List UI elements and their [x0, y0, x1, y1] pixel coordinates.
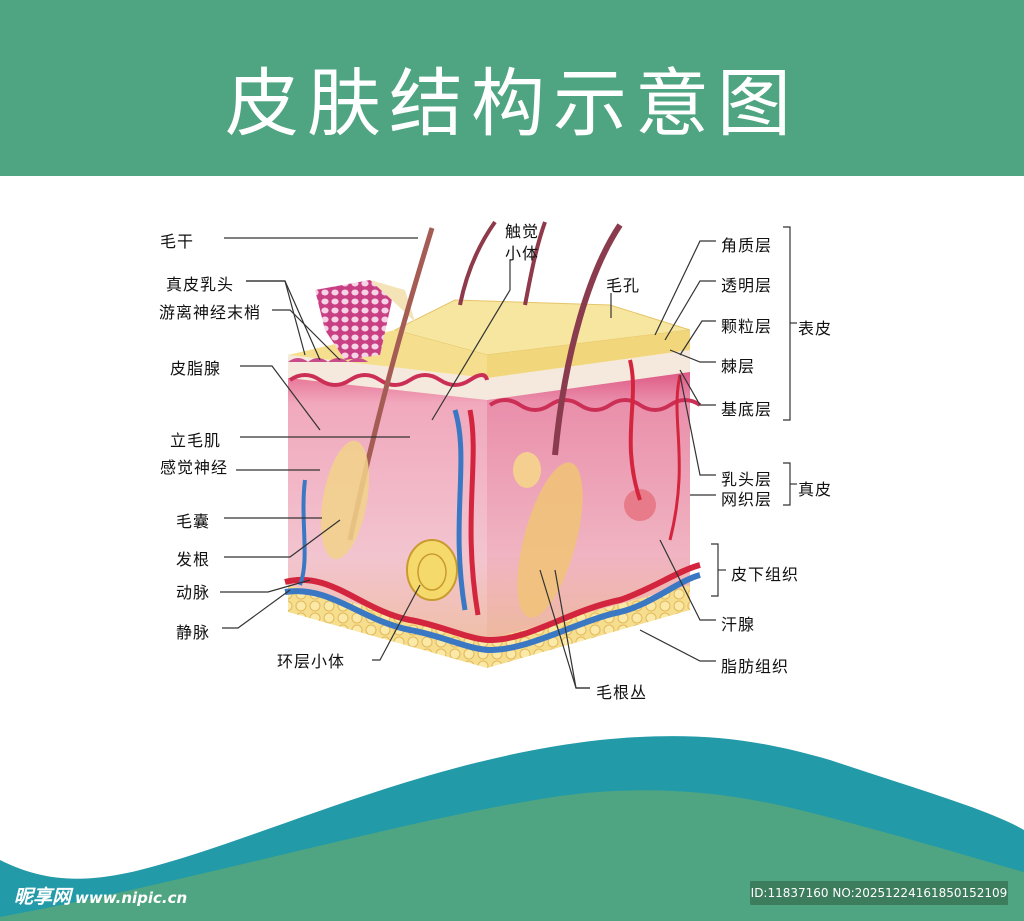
label-vein: 静脉	[176, 623, 211, 642]
site-url: www.nipic.cn	[75, 889, 188, 907]
label-stratum-lucidum: 透明层	[721, 276, 773, 295]
label-arrector-pili: 立毛肌	[170, 431, 222, 450]
label-artery: 动脉	[176, 583, 211, 602]
dermal-papilla-cutaway	[315, 280, 392, 360]
label-dermal-papilla: 真皮乳头	[166, 275, 235, 294]
label-epidermis: 表皮	[798, 319, 833, 338]
label-dermis: 真皮	[798, 480, 833, 499]
label-lamellar-corpuscle: 环层小体	[277, 652, 346, 671]
label-sweat-gland: 汗腺	[721, 615, 756, 634]
label-pore: 毛孔	[606, 276, 641, 295]
label-hair-root-plexus: 毛根丛	[596, 683, 648, 702]
label-hair-root: 发根	[176, 550, 211, 569]
logo-text: 昵享网	[14, 886, 72, 908]
label-stratum-spinosum: 棘层	[721, 357, 756, 376]
label-adipose: 脂肪组织	[721, 657, 790, 676]
label-hair-shaft: 毛干	[160, 232, 195, 251]
label-subcutaneous: 皮下组织	[731, 565, 800, 584]
label-sensory-nerve: 感觉神经	[160, 458, 229, 477]
page-title: 皮肤结构示意图	[225, 61, 799, 147]
label-stratum-granulosum: 颗粒层	[721, 317, 773, 336]
label-sebaceous-gland: 皮脂腺	[170, 359, 222, 378]
label-stratum-corneum: 角质层	[721, 236, 773, 255]
label-papillary-layer: 乳头层	[721, 470, 773, 489]
label-stratum-basale: 基底层	[721, 400, 773, 419]
header-banner: 皮肤结构示意图	[0, 0, 1024, 176]
label-tactile-corpuscle-1: 触觉	[505, 222, 540, 241]
leader-lines	[220, 226, 797, 689]
image-id-badge: ID:11837160 NO:20251224161850152109	[750, 881, 1008, 905]
label-reticular-layer: 网织层	[721, 490, 773, 509]
label-hair-follicle: 毛囊	[176, 512, 211, 531]
label-tactile-corpuscle-2: 小体	[505, 244, 540, 263]
label-free-nerve-endings: 游离神经末梢	[159, 303, 262, 322]
